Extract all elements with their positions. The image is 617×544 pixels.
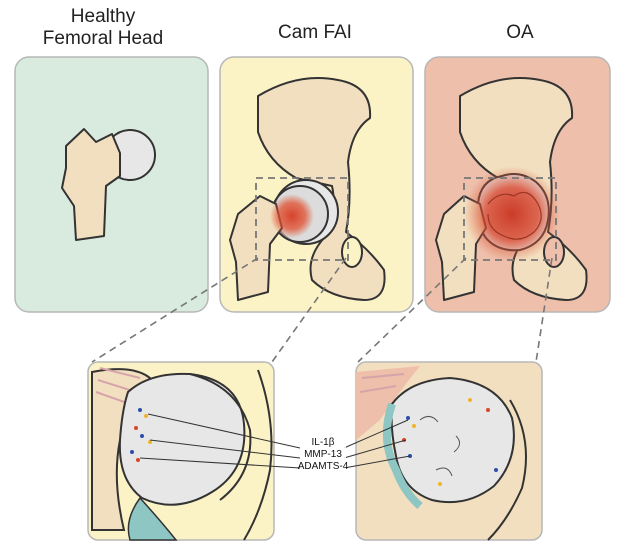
panel-cam <box>220 57 413 312</box>
panel-oa <box>425 57 610 312</box>
inflammation-spot-icon <box>464 166 560 262</box>
title-cam-fai: Cam FAI <box>225 22 405 44</box>
zoom-panel-cam <box>88 362 274 540</box>
marker-label-mmp13: MMP-13 <box>283 449 363 460</box>
marker-label-adamts4: ADAMTS-4 <box>283 461 363 472</box>
panel-healthy <box>15 57 208 312</box>
title-healthy: Healthy Femoral Head <box>8 6 198 50</box>
marker-label-il1b: IL-1β <box>283 437 363 448</box>
title-oa: OA <box>430 22 610 44</box>
zoom-panel-oa <box>356 362 542 540</box>
title-healthy-line2: Femoral Head <box>8 28 198 50</box>
title-healthy-line1: Healthy <box>8 6 198 28</box>
panel-healthy-bg <box>15 57 208 312</box>
inflammation-spot-icon <box>270 194 314 238</box>
